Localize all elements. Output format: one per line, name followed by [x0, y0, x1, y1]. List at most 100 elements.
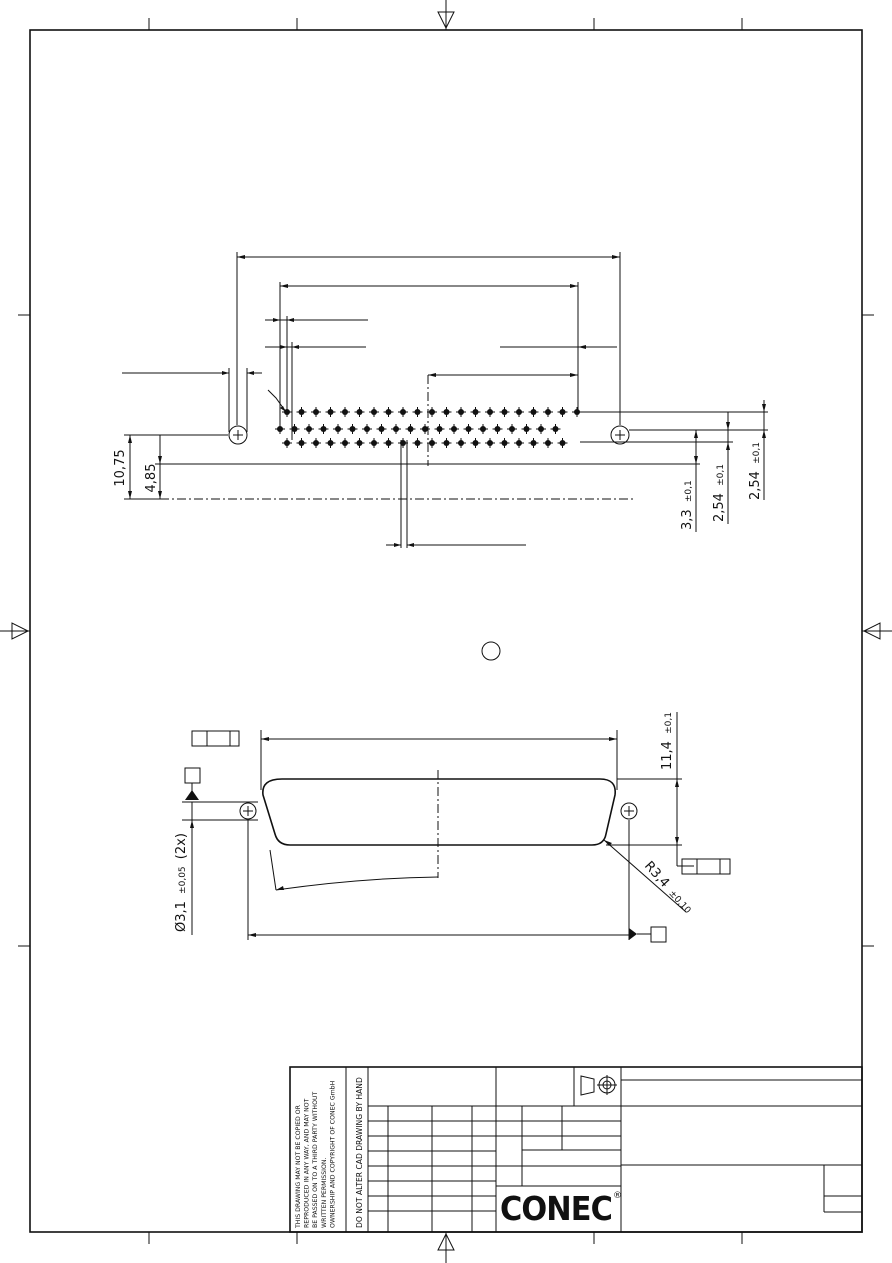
- pin-hole: [304, 424, 314, 434]
- pin-hole: [282, 438, 292, 448]
- mounting-hole-right: [610, 425, 630, 445]
- datum-box-bottom-right: [650, 926, 667, 943]
- pin-hole: [412, 438, 423, 448]
- view-marker-circle: [481, 641, 501, 661]
- svg-text:3,3 ±0,1: 3,3 ±0,1: [680, 480, 695, 530]
- pin-hole: [528, 438, 539, 448]
- pin-hole: [325, 438, 336, 448]
- dimension-tolerance-2-54-a: ±0,1: [716, 464, 726, 486]
- dimension-pin-row-span: [279, 282, 579, 425]
- dimension-tolerance-3-3: ±0,1: [684, 480, 694, 502]
- dimension-mounting-hole-spacing: [236, 252, 621, 425]
- pin-hole: [499, 407, 510, 417]
- dimension-11-4: 11,4 ±0,1: [606, 712, 731, 875]
- svg-text:Ø3,1 ±0,05 (2x: Ø3,1 ±0,05 (2x): [174, 833, 189, 932]
- pin-hole: [557, 407, 568, 417]
- pin-hole: [470, 407, 481, 417]
- pin-hole: [282, 407, 292, 417]
- pin-hole: [449, 424, 459, 434]
- dimension-2-54-a: 2,54 ±0,1: [580, 412, 733, 524]
- dimension-label-3-3: 3,3: [680, 509, 695, 530]
- centering-mark-right: [862, 622, 892, 640]
- pin-hole: [514, 438, 524, 448]
- mounting-hole-left: [228, 425, 248, 445]
- copyright-notice-line: OWNERSHIP AND COPYRIGHT OF CONEC GmbH: [329, 1080, 336, 1228]
- dimension-hole-count: (2x): [174, 833, 189, 859]
- dimension-tolerance-11-4: ±0,1: [664, 712, 674, 734]
- pin-hole: [456, 438, 466, 448]
- pin-hole: [383, 438, 394, 448]
- dimension-label-10-75: 10,75: [113, 449, 128, 486]
- panel-cutout-view: Ø3,1 ±0,05 (2x) 11,4 ±0,1: [174, 712, 731, 943]
- pin-hole: [398, 407, 408, 417]
- pin-hole: [412, 407, 423, 417]
- dimension-cutout-hole-spacing: [247, 820, 667, 943]
- cad-notice: DO NOT ALTER CAD DRAWING BY HAND: [355, 1077, 364, 1228]
- dimension-row-offset-2: [265, 342, 617, 440]
- pin-hole: [463, 424, 474, 434]
- dimension-pin-diameter: [386, 440, 526, 548]
- pin-hole: [391, 424, 401, 434]
- datum-box-top-left: [184, 767, 201, 784]
- sheet-frame: [18, 18, 874, 1244]
- pin-hole: [369, 407, 379, 417]
- dimension-tolerance-2-54-b: ±0,1: [752, 442, 762, 464]
- copyright-notice-line: THIS DRAWING MAY NOT BE COPIED OR: [295, 1104, 302, 1229]
- pin-row-top: [282, 407, 582, 417]
- pin-hole: [427, 407, 437, 417]
- pin-hole: [470, 438, 481, 448]
- dimension-label-11-4: 11,4: [660, 741, 675, 770]
- pin-hole: [354, 407, 365, 417]
- pin-hole: [536, 424, 546, 434]
- pin-hole: [420, 424, 430, 434]
- pin-hole: [347, 424, 358, 434]
- pin-hole: [311, 438, 321, 448]
- dimension-label-2-54-b: 2,54: [748, 471, 763, 500]
- dimension-tolerance-hole: ±0,05: [178, 866, 188, 894]
- pin-hole: [369, 438, 379, 448]
- pin-hole: [478, 424, 488, 434]
- pin-hole: [557, 438, 568, 448]
- pin-hole: [362, 424, 372, 434]
- dimension-label-4-85: 4,85: [144, 464, 159, 493]
- pin-hole: [354, 438, 365, 448]
- pin-hole: [485, 438, 495, 448]
- pin-hole: [499, 438, 510, 448]
- pin-hole: [528, 407, 539, 417]
- pin-hole: [521, 424, 532, 434]
- dimension-cutout-width: [191, 730, 618, 790]
- pin-hole: [492, 424, 503, 434]
- pin-hole: [550, 424, 561, 434]
- registered-mark: ®: [613, 1191, 622, 1201]
- dimension-tolerance-radius: ±0,10: [666, 889, 692, 916]
- dimension-3-3: 3,3 ±0,1: [629, 429, 700, 532]
- dimension-label-2-54-a: 2,54: [712, 493, 727, 522]
- pin-hole: [427, 438, 437, 448]
- pin-leader-line: [267, 389, 287, 413]
- d-sub-cutout-outline: [262, 778, 617, 846]
- cutout-hole-left: [239, 802, 257, 820]
- pin-hole: [456, 407, 466, 417]
- pin-hole: [441, 438, 452, 448]
- centering-mark-bottom: [437, 1232, 455, 1263]
- pin-hole: [318, 424, 329, 434]
- dimension-half-pin-span: [428, 373, 578, 377]
- copyright-notice-line: WRITTEN PERMISSION.: [321, 1158, 328, 1228]
- pin-hole: [405, 424, 416, 434]
- dimension-2-54-b: 2,54 ±0,1: [580, 400, 768, 500]
- pin-hole: [340, 438, 350, 448]
- pin-hole: [543, 407, 553, 417]
- svg-text:2,54 ±0,1: 2,54 ±0,1: [748, 442, 763, 500]
- pin-hole: [311, 407, 321, 417]
- datum-left: Ø3,1 ±0,05 (2x): [174, 767, 258, 935]
- pin-hole: [507, 424, 517, 434]
- cutout-hole-right: [620, 802, 638, 820]
- dimension-mounting-hole-diameter: [122, 368, 262, 432]
- pin-hole: [376, 424, 387, 434]
- pin-hole: [434, 424, 445, 434]
- pin-hole: [485, 407, 495, 417]
- centering-mark-left: [0, 622, 30, 640]
